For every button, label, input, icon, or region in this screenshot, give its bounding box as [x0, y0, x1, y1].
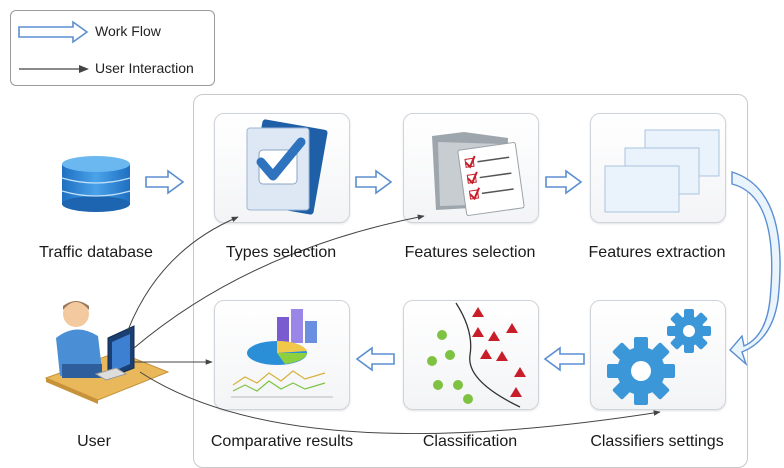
comparative-results-tile — [214, 300, 350, 410]
checklist-folder-icon — [432, 132, 525, 216]
workflow-arrow-classification-to-results — [355, 346, 395, 372]
scatter-classification-icon — [427, 302, 526, 408]
features-selection-tile — [403, 113, 539, 223]
database-icon — [61, 156, 131, 212]
interaction-user-to-types — [127, 216, 239, 331]
label-classifiers-settings: Classifiers settings — [590, 433, 724, 450]
label-features-extraction: Features extraction — [588, 244, 726, 261]
checkmark-document-icon — [246, 119, 328, 215]
interaction-user-to-settings — [139, 371, 661, 435]
user-at-computer-icon — [44, 301, 170, 404]
legend: Work Flow User Interaction — [10, 10, 215, 86]
pie-and-bar-chart-icon — [231, 309, 333, 398]
workflow-arrow-db-to-types — [145, 169, 185, 195]
interaction-user-to-features — [133, 214, 425, 349]
features-extraction-tile — [590, 113, 726, 223]
gears-icon — [607, 309, 711, 405]
workflow-arrow-icon — [18, 20, 89, 44]
legend-workflow-label: Work Flow — [95, 23, 161, 39]
stacked-pages-icon — [604, 129, 720, 213]
label-types-selection: Types selection — [225, 244, 337, 261]
label-user: User — [77, 433, 111, 450]
classification-tile — [403, 300, 539, 410]
label-features-selection: Features selection — [404, 244, 536, 261]
legend-interaction-label: User Interaction — [95, 60, 194, 76]
workflow-arrow-types-to-features — [355, 169, 393, 195]
workflow-arrow-features-to-extraction — [545, 169, 583, 195]
types-selection-tile — [214, 113, 350, 223]
workflow-arrow-extraction-to-settings — [729, 171, 781, 367]
classifiers-settings-tile — [590, 300, 726, 410]
label-traffic-database: Traffic database — [39, 244, 153, 261]
legend-graphics — [18, 20, 89, 73]
label-comparative-results: Comparative results — [210, 433, 354, 450]
label-classification: Classification — [422, 433, 518, 450]
workflow-arrow-settings-to-classification — [543, 346, 585, 372]
